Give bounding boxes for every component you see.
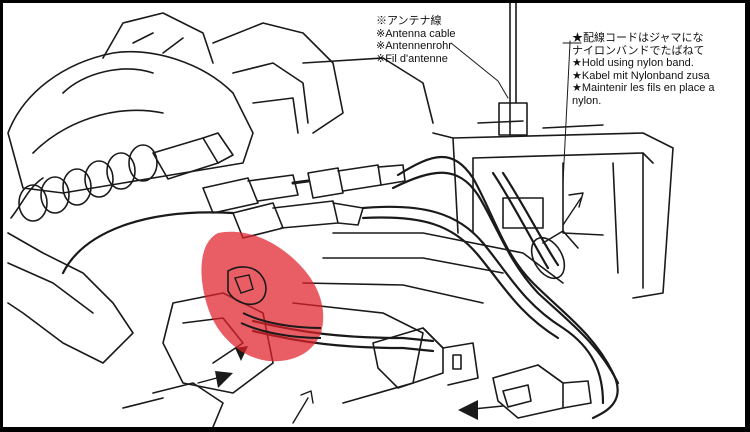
wiring-note-jp-2: ナイロンバンドでたばねて (572, 44, 705, 57)
wiring-note-fr: ★Maintenir les fils en place a (572, 82, 715, 94)
wiring-note-en: ★Hold using nylon band. (572, 57, 694, 69)
leader-lines (450, 40, 582, 184)
antenna-tube (498, 3, 528, 136)
antenna-cable-label: ※アンテナ線 ※Antenna cable ※Antennenrohr ※Fil… (376, 15, 456, 65)
wiring-note-jp-1: ★配線コードはジャマにな (572, 32, 704, 44)
motor-housing (7, 12, 254, 364)
assembly-illustration (7, 3, 674, 427)
wire-bundle (61, 155, 620, 420)
antenna-label-fr: ※Fil d'antenne (376, 52, 448, 65)
connector-plugs (202, 164, 406, 239)
highlight-area (201, 231, 324, 362)
wiring-instruction-note: ★配線コードはジャマにな ナイロンバンドでたばねて ★Hold using ny… (572, 32, 715, 107)
nylon-band (530, 230, 579, 280)
wiring-note-de: ★Kabel mit Nylonband zusa (572, 69, 710, 82)
wiring-note-fr-2: nylon. (572, 94, 602, 107)
antenna-label-jp: ※アンテナ線 (376, 15, 442, 27)
antenna-label-en: ※Antenna cable (376, 27, 456, 40)
chassis-body (122, 22, 564, 427)
lower-connectors (372, 327, 592, 419)
receiver-box (432, 120, 674, 299)
diagram-frame: ※アンテナ線 ※Antenna cable ※Antennenrohr ※Fil… (3, 3, 745, 427)
antenna-label-de: ※Antennenrohr (376, 40, 452, 52)
cable-coil (10, 132, 234, 222)
